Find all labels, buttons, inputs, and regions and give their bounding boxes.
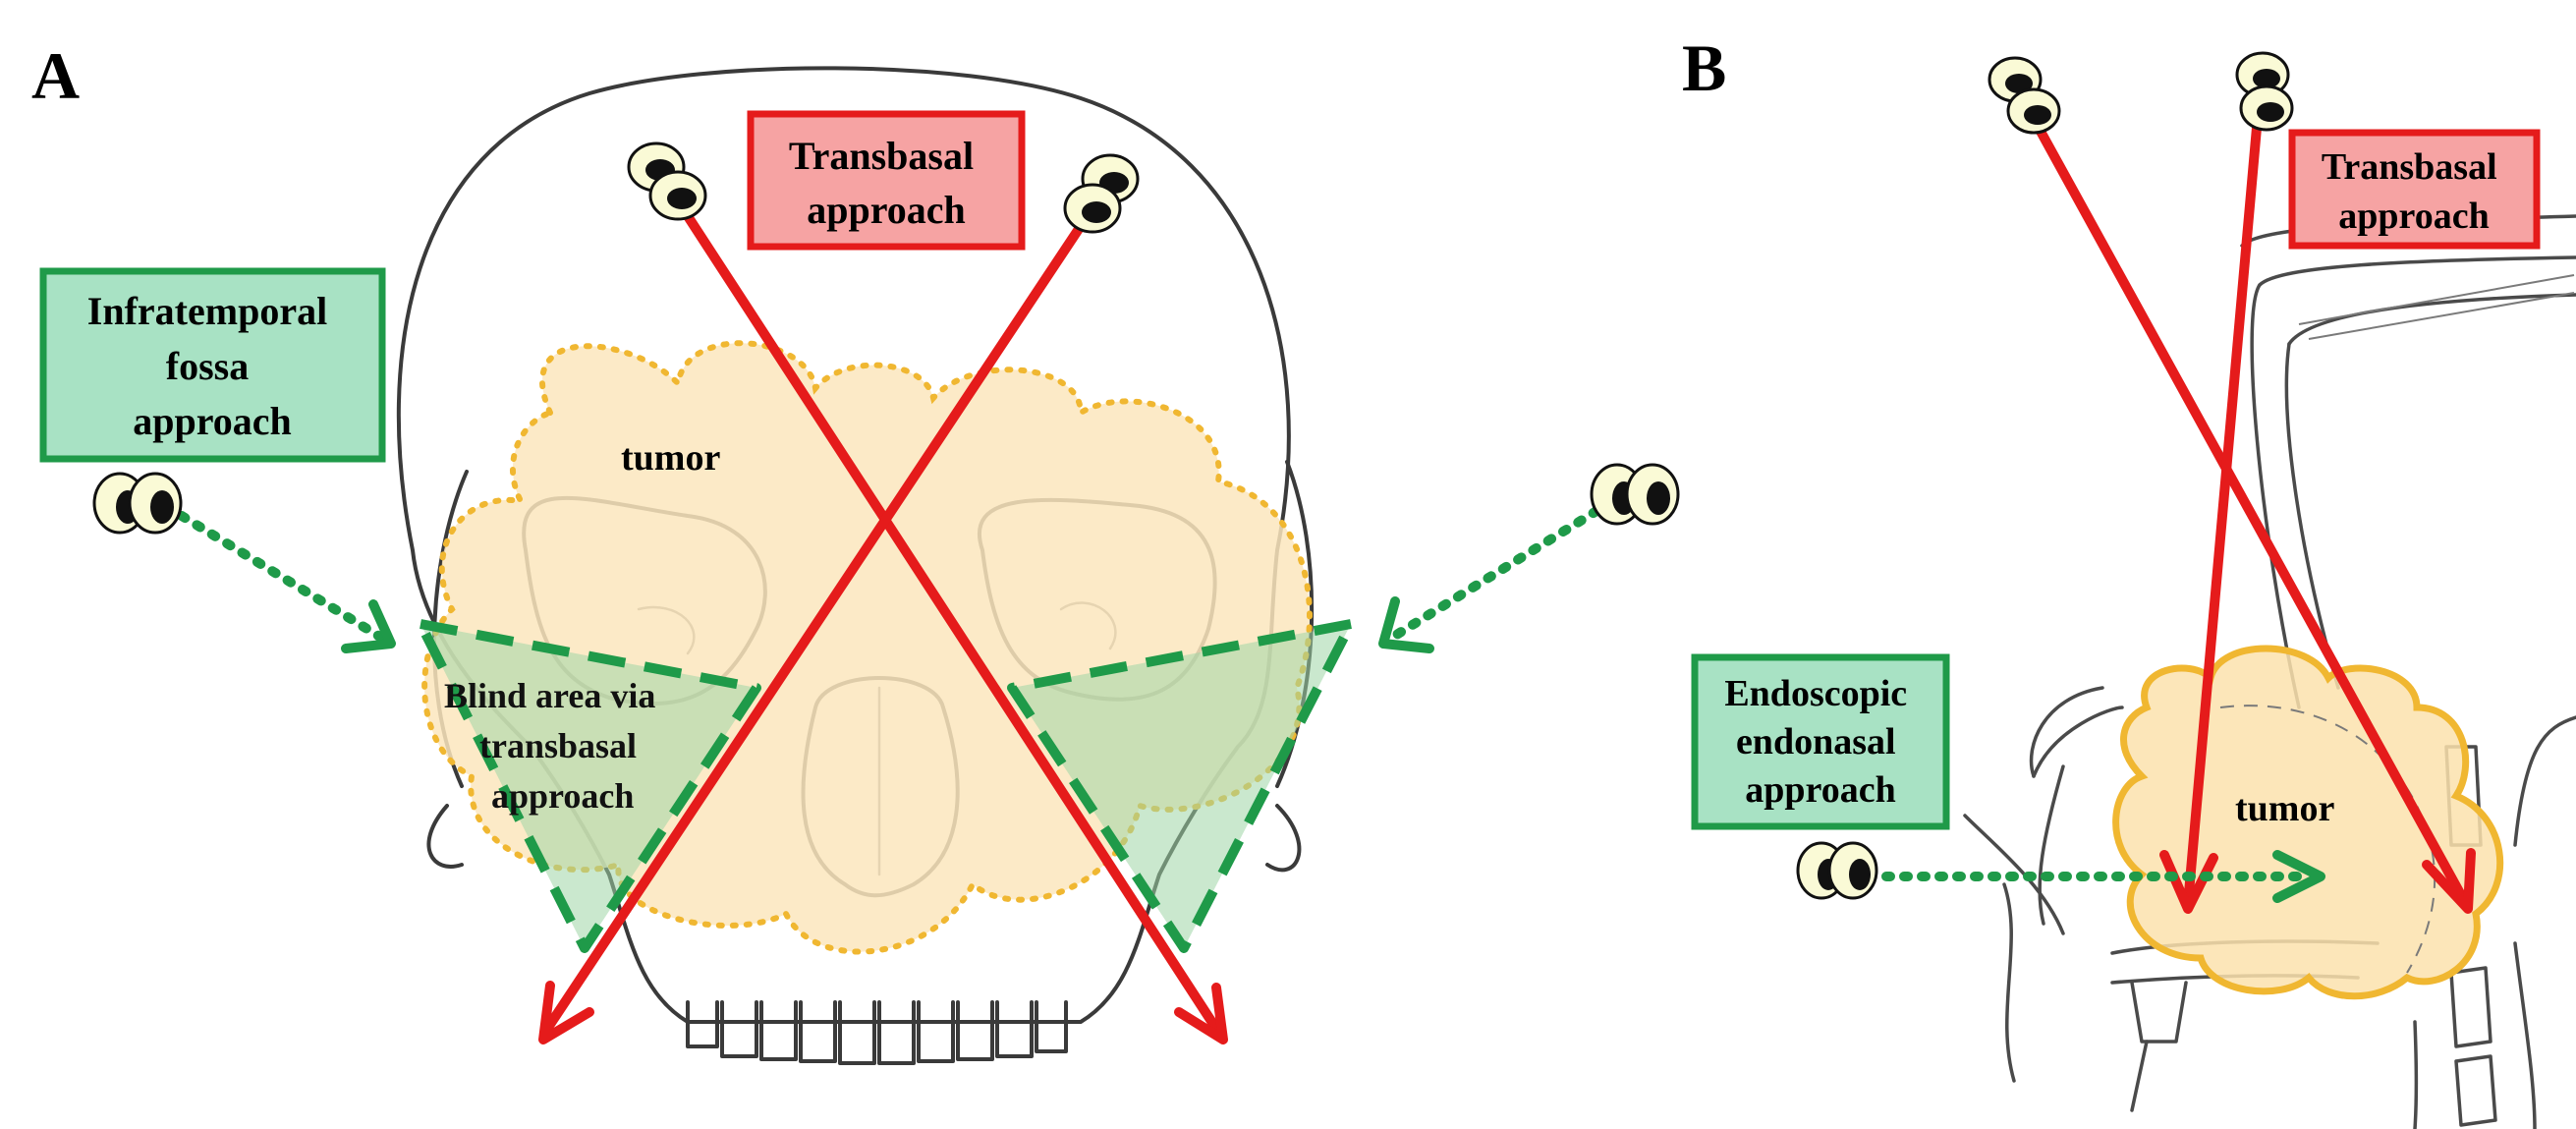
panel-a: A [31,38,1678,1063]
panel-a-letter: A [31,38,80,113]
tumor-label-a: tumor [621,437,720,479]
teeth-drawing [688,1002,1066,1063]
endoscopic-line-3: approach [1745,769,1895,811]
transbasal-b-line-2: approach [2338,196,2489,237]
endoscopic-box: Endoscopic endonasal approach [1695,657,1946,826]
arrowhead-icon [1383,601,1429,649]
eyes-icon [1989,58,2059,133]
infratemporal-line-3: approach [133,399,292,443]
endoscopic-line-1: Endoscopic [1724,673,1907,714]
panel-b-letter: B [1682,30,1726,105]
infratemporal-line-2: fossa [166,344,249,388]
eyes-icon [94,474,181,533]
eyes-icon [1798,843,1876,898]
transbasal-a-line-1: Transbasal [789,134,974,178]
tumor-label-b: tumor [2235,788,2334,829]
transbasal-a-line-2: approach [807,188,966,232]
transbasal-b-line-1: Transbasal [2322,146,2497,188]
panel-b: B t [1682,30,2576,1129]
svg-text:Endoscopic endonasal: Endoscopic endonasal approach [1724,673,1916,811]
blind-area-line-2: transbasal [479,726,637,765]
transbasal-box-b: Transbasal approach [2292,133,2537,246]
infratemporal-box: Infratemporal fossa approach [43,271,382,459]
transbasal-box-a: Transbasal approach [751,114,1022,247]
blind-area-line-1: Blind area via [444,676,655,715]
eyes-icon [1592,465,1678,524]
infratemporal-arrow-right [1390,511,1596,639]
eyes-icon [1065,155,1138,232]
infratemporal-arrow-left [182,516,383,639]
blind-area-line-3: approach [491,776,634,816]
endoscopic-line-2: endonasal [1736,721,1896,762]
eyes-icon [2237,53,2292,130]
infratemporal-line-1: Infratemporal [87,289,327,333]
eyes-icon [629,143,705,219]
